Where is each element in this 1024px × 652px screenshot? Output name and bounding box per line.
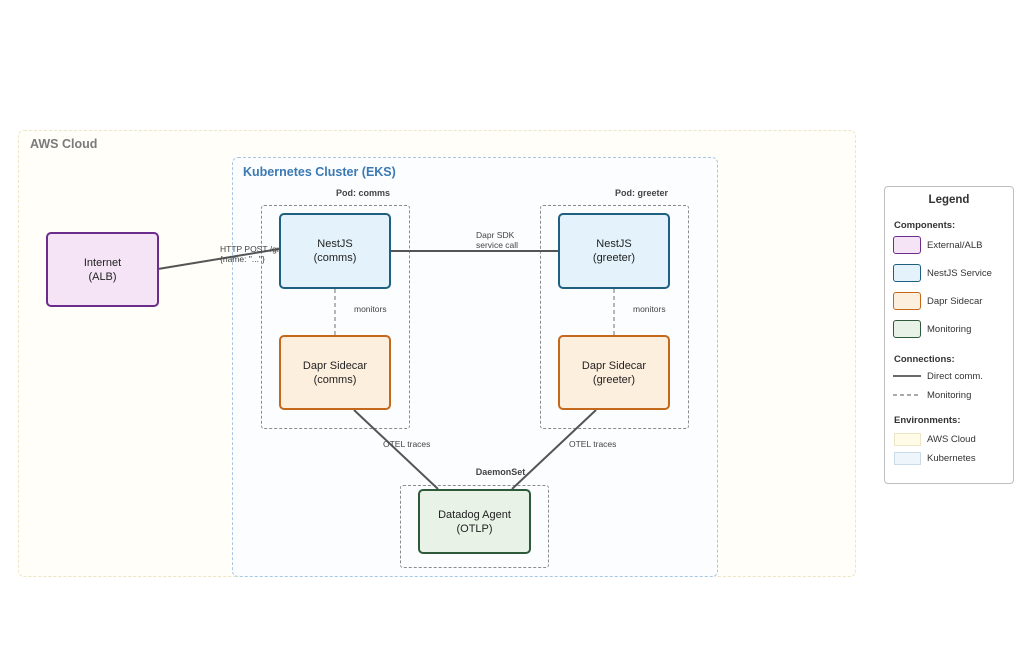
legend-label-aws: AWS Cloud	[927, 434, 976, 445]
datadog-agent-node: Datadog Agent (OTLP)	[418, 489, 531, 554]
internet-alb-node: Internet (ALB)	[46, 232, 159, 307]
legend-label-nestjs: NestJS Service	[927, 268, 992, 279]
daemonset-boundary	[400, 485, 549, 568]
edge-label-monitors-comms: monitors	[354, 304, 387, 314]
legend-swatch-nestjs	[893, 264, 921, 282]
legend-swatch-aws	[894, 433, 921, 446]
daemonset-label: DaemonSet	[475, 467, 526, 477]
legend-swatch-monitoring	[893, 320, 921, 338]
legend-swatch-dapr	[893, 292, 921, 310]
edge-otel-greeter	[511, 409, 597, 490]
legend-components-heading: Components:	[894, 220, 956, 231]
edge-otel-comms	[353, 409, 439, 490]
dapr-sidecar-comms-node: Dapr Sidecar (comms)	[279, 335, 391, 410]
edge-label-otel-greeter: OTEL traces	[569, 439, 617, 449]
pod-greeter-boundary	[540, 205, 689, 429]
legend-swatch-external	[893, 236, 921, 254]
legend-environments-heading: Environments:	[894, 415, 961, 426]
legend-label-dapr: Dapr Sidecar	[927, 296, 983, 307]
edge-label-otel-comms: OTEL traces	[383, 439, 431, 449]
dapr-sidecar-greeter-node: Dapr Sidecar (greeter)	[558, 335, 670, 410]
legend-label-direct: Direct comm.	[927, 371, 983, 382]
pod-comms-label: Pod: comms	[336, 188, 391, 198]
pod-greeter-label: Pod: greeter	[615, 188, 669, 198]
edge-label-dapr-sdk: Dapr SDK service call	[476, 230, 519, 250]
kubernetes-cluster-title: Kubernetes Cluster (EKS)	[243, 165, 396, 179]
nestjs-comms-node: NestJS (comms)	[279, 213, 391, 289]
edge-label-http-post: HTTP POST /greet {name: "..."}	[220, 244, 292, 264]
legend-swatch-kubernetes	[894, 452, 921, 465]
nestjs-greeter-node: NestJS (greeter)	[558, 213, 670, 289]
legend-label-monitoring-line: Monitoring	[927, 390, 972, 401]
edge-internet-to-nest-comms	[157, 248, 280, 270]
legend-connections-heading: Connections:	[894, 354, 955, 365]
legend-label-external: External/ALB	[927, 240, 983, 251]
legend-title: Legend	[928, 194, 970, 206]
aws-cloud-title: AWS Cloud	[30, 137, 98, 151]
legend-connection-lines	[893, 375, 921, 396]
legend-label-monitoring: Monitoring	[927, 324, 972, 335]
pod-comms-boundary	[261, 205, 410, 429]
edge-label-monitors-greeter: monitors	[633, 304, 666, 314]
legend-label-kubernetes: Kubernetes	[927, 453, 976, 464]
